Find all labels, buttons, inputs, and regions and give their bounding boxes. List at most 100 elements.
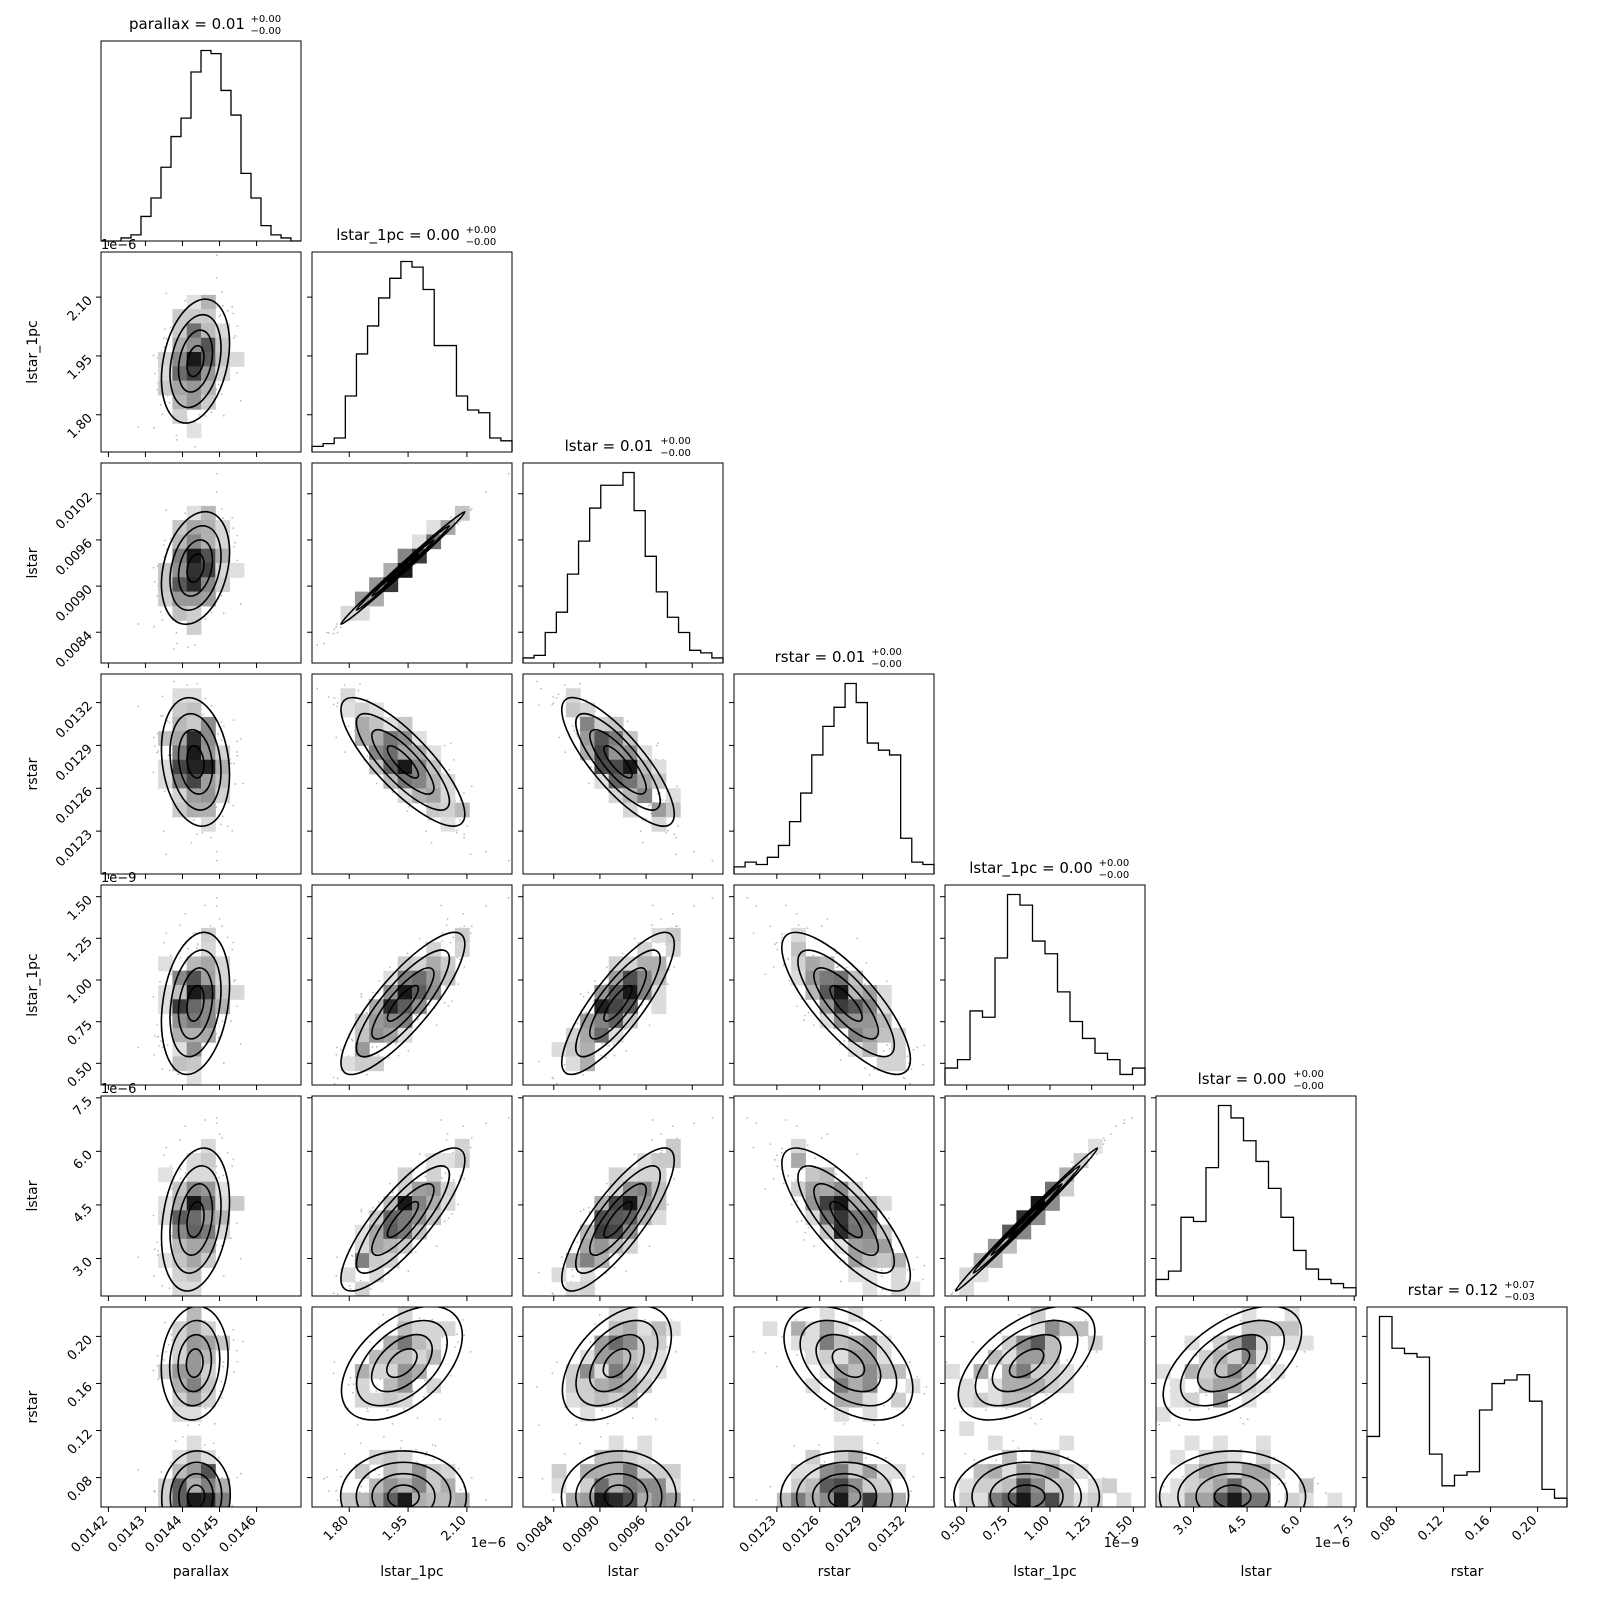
sample-point (178, 1139, 181, 1142)
title-lower-error: −0.00 (251, 26, 282, 37)
sample-point (218, 918, 221, 920)
sample-point (173, 680, 175, 683)
sample-point (677, 825, 680, 827)
density-cell (229, 985, 245, 1000)
sample-point (564, 751, 567, 753)
sample-point (163, 539, 166, 542)
sample-point (600, 1054, 603, 1057)
density-cell (608, 970, 624, 986)
sample-point (161, 618, 164, 621)
sample-point (648, 1024, 651, 1026)
sample-point (233, 762, 235, 765)
sample-point (326, 631, 328, 634)
sample-point (175, 434, 178, 437)
sample-point (906, 1055, 909, 1058)
sample-point (797, 924, 800, 927)
sample-point (216, 254, 218, 257)
sample-point (153, 426, 155, 429)
sample-point (558, 736, 561, 739)
sample-point (624, 1028, 626, 1031)
sample-point (152, 354, 155, 357)
sample-point (456, 829, 459, 832)
sample-point (162, 337, 165, 339)
density-cell (186, 999, 202, 1015)
density-cell (397, 716, 413, 732)
density-cell (186, 591, 202, 607)
sample-point (537, 1060, 540, 1063)
sample-point (582, 995, 585, 998)
density-cell (186, 702, 202, 718)
density-cell (354, 702, 370, 718)
sample-point (184, 512, 187, 514)
sample-point (456, 832, 458, 834)
sample-point (563, 1063, 566, 1066)
density-cell (186, 605, 202, 621)
sample-point (675, 925, 677, 928)
y-tick-label: 0.0096 (53, 536, 96, 579)
sample-point (359, 682, 361, 685)
sample-point (239, 738, 242, 740)
sample-point (236, 534, 239, 537)
sample-point (888, 1048, 891, 1050)
sample-point (764, 973, 767, 976)
sample-point (336, 1077, 339, 1080)
sample-point (885, 980, 888, 983)
sample-point (863, 983, 866, 986)
sample-point (445, 924, 448, 927)
sample-point (573, 729, 576, 732)
sample-point (621, 952, 624, 955)
sample-point (153, 372, 156, 375)
sample-point (812, 954, 815, 957)
sample-point (350, 1038, 353, 1041)
sample-point (576, 1022, 579, 1025)
sample-point (407, 1050, 410, 1052)
density-cell (623, 759, 638, 775)
sample-point (232, 719, 235, 721)
sample-point (156, 1035, 159, 1038)
density-cell (426, 745, 442, 761)
density-cell (608, 759, 624, 775)
sample-point (588, 782, 590, 785)
density-cell (158, 591, 173, 607)
sample-point (168, 1069, 171, 1072)
sample-point (788, 979, 791, 982)
y-tick-label: 1.00 (65, 976, 96, 1007)
sample-point (215, 1122, 218, 1125)
sample-point (195, 833, 198, 836)
density-cell (201, 534, 216, 550)
y-axis-label: lstar (25, 547, 41, 578)
sample-point (582, 1074, 585, 1076)
sample-point (153, 1054, 155, 1056)
histogram-lstar_a (522, 471, 724, 663)
sample-point (839, 1043, 841, 1046)
sample-point (840, 1059, 842, 1061)
sample-point (388, 1056, 390, 1059)
sample-point (452, 936, 455, 939)
sample-point (220, 739, 223, 741)
sample-point (336, 705, 338, 708)
sample-point (641, 841, 644, 844)
sample-point (594, 980, 596, 982)
sample-point (774, 943, 776, 946)
sample-point (236, 1222, 238, 1225)
sample-point (555, 1082, 558, 1085)
sample-point (389, 966, 391, 969)
density-cell (186, 1042, 202, 1057)
sample-point (463, 833, 466, 836)
sample-point (803, 1019, 805, 1022)
sample-point (215, 306, 218, 308)
sample-point (693, 905, 696, 907)
title-upper-error: +0.00 (1099, 858, 1130, 869)
sample-point (179, 1168, 182, 1170)
sample-point (220, 594, 223, 597)
sample-point (752, 932, 755, 935)
title-lower-error: −0.00 (1099, 870, 1130, 881)
sample-point (187, 947, 190, 950)
sample-point (168, 721, 171, 724)
density-cell (397, 731, 413, 746)
sample-point (198, 413, 201, 416)
density-cell (340, 1056, 356, 1072)
sample-point (222, 815, 224, 818)
density-cell (201, 323, 216, 339)
